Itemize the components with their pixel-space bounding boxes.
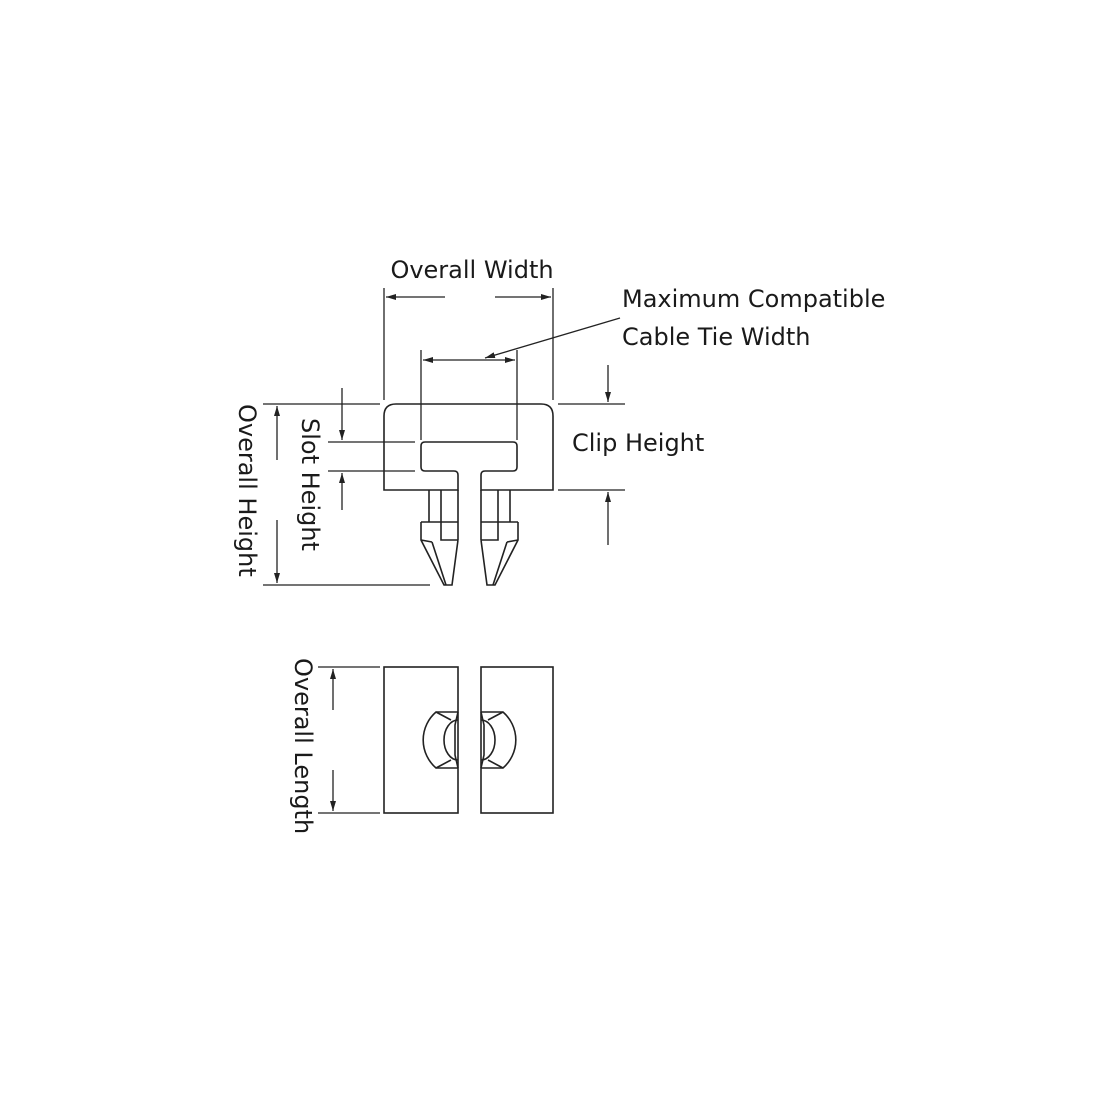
overall-height-label: Overall Height: [233, 404, 261, 577]
bottom-view: [383, 666, 554, 814]
max-tie-width-label-line1: Maximum Compatible: [622, 285, 885, 313]
slot-height-label: Slot Height: [296, 418, 324, 551]
cable-tie-width-dimension: Maximum Compatible Cable Tie Width: [420, 285, 885, 440]
overall-width-label: Overall Width: [390, 256, 553, 284]
overall-width-dimension: Overall Width: [383, 256, 554, 400]
slot-height-dimension: Slot Height: [296, 388, 415, 551]
overall-length-dimension: Overall Length: [289, 658, 380, 834]
overall-height-dimension: Overall Height: [233, 403, 430, 586]
front-view: [383, 403, 554, 586]
max-tie-width-label-line2: Cable Tie Width: [622, 323, 810, 351]
overall-length-label: Overall Length: [289, 658, 317, 834]
clip-height-label: Clip Height: [572, 429, 704, 457]
clip-height-dimension: Clip Height: [558, 365, 704, 545]
